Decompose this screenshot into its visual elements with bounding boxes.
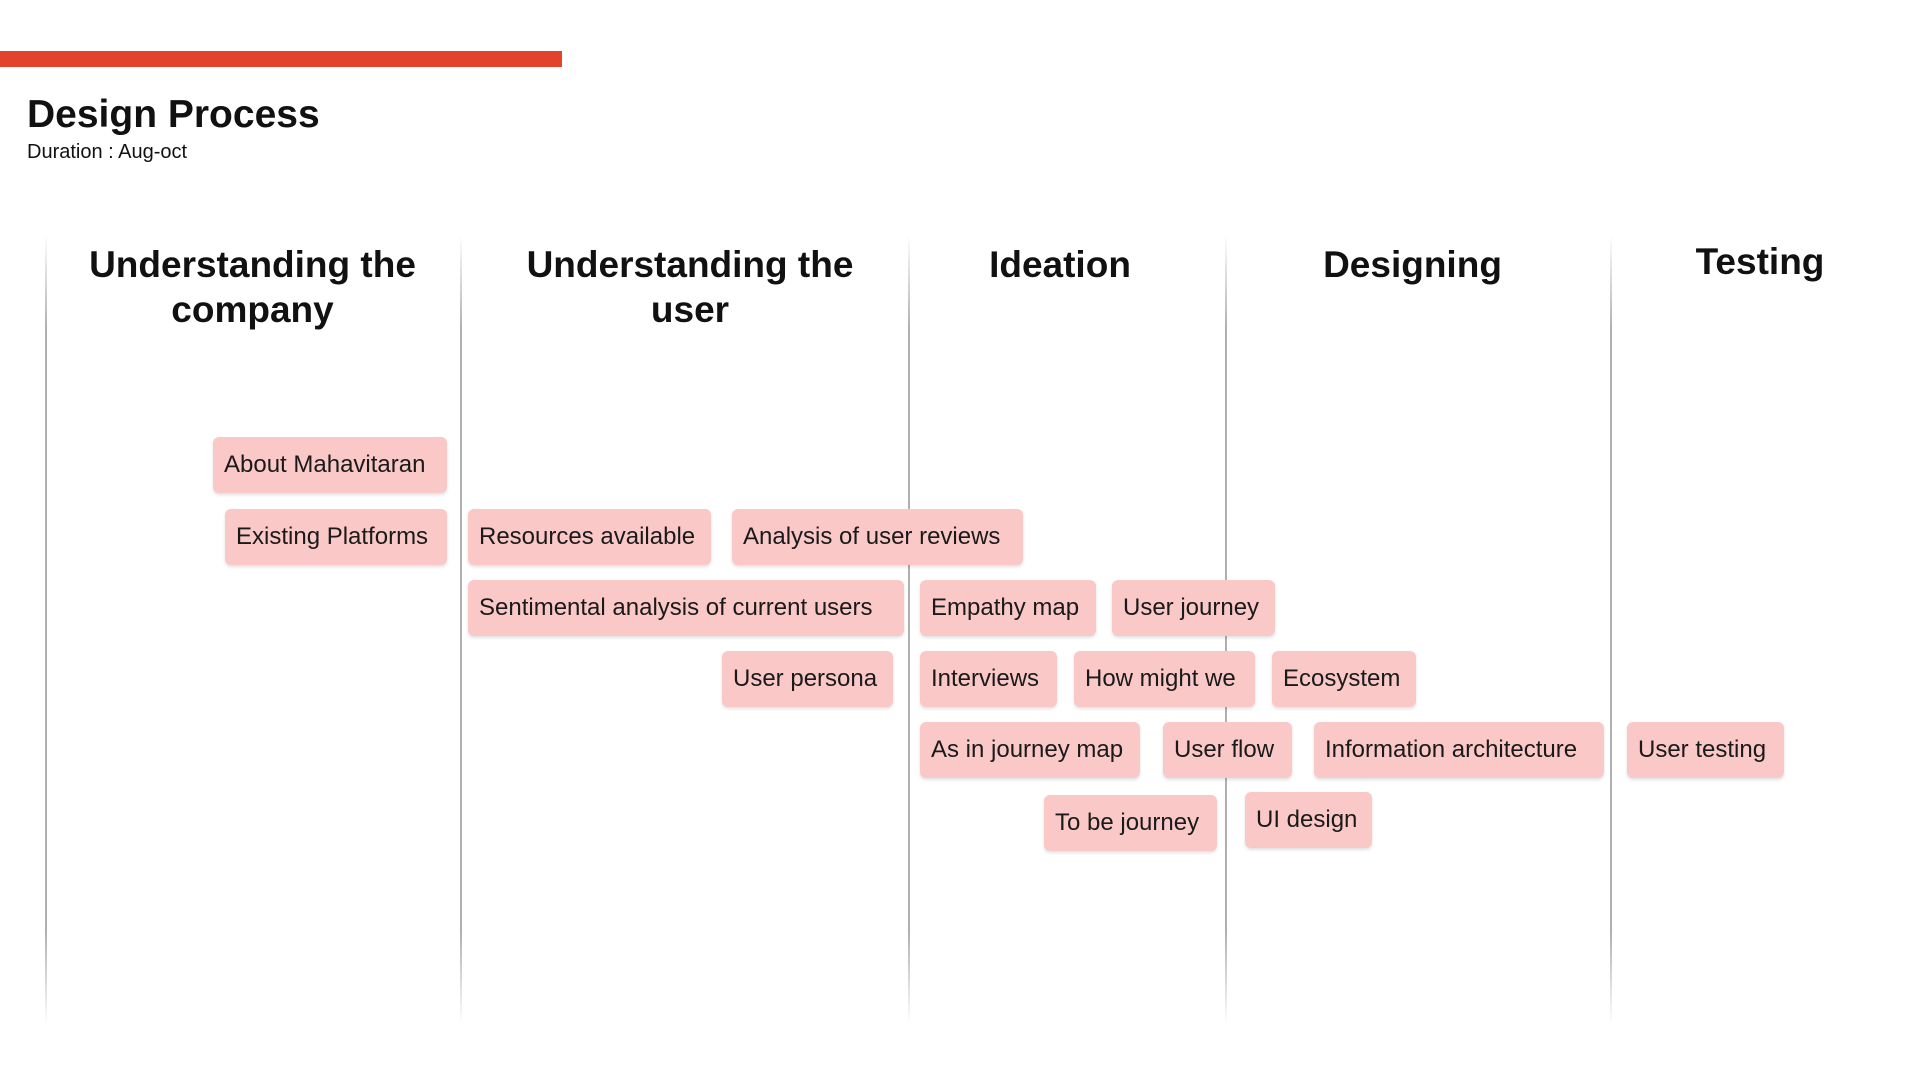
phase-heading-designing: Designing	[1323, 244, 1502, 285]
phase-divider	[45, 235, 47, 1025]
tag-as-in-journey-map: As in journey map	[920, 722, 1140, 778]
tag-analysis-user-reviews: Analysis of user reviews	[732, 509, 1023, 565]
tag-how-might-we: How might we	[1074, 651, 1255, 707]
tag-user-persona: User persona	[722, 651, 893, 707]
tag-to-be-journey: To be journey	[1044, 795, 1217, 851]
phase-divider	[460, 235, 462, 1025]
tag-about-mahavitaran: About Mahavitaran	[213, 437, 447, 493]
tag-user-journey: User journey	[1112, 580, 1275, 636]
tag-interviews: Interviews	[920, 651, 1057, 707]
duration-subtitle: Duration : Aug-oct	[27, 141, 188, 163]
tag-information-architecture: Information architecture	[1314, 722, 1604, 778]
phase-heading-ideation: Ideation	[989, 244, 1131, 285]
tag-existing-platforms: Existing Platforms	[225, 509, 447, 565]
phase-divider	[1610, 235, 1612, 1025]
tag-empathy-map: Empathy map	[920, 580, 1096, 636]
phase-heading-understanding-user: Understanding the user	[526, 244, 854, 330]
phase-heading-understanding-company: Understanding the company	[89, 244, 416, 330]
page-title: Design Process	[27, 93, 320, 136]
tag-resources-available: Resources available	[468, 509, 711, 565]
tag-user-testing: User testing	[1627, 722, 1784, 778]
accent-bar	[0, 51, 562, 67]
phase-divider	[908, 235, 910, 1025]
tag-sentimental-analysis: Sentimental analysis of current users	[468, 580, 904, 636]
tag-user-flow: User flow	[1163, 722, 1292, 778]
phase-heading-testing: Testing	[1695, 241, 1825, 282]
tag-ecosystem: Ecosystem	[1272, 651, 1416, 707]
tag-ui-design: UI design	[1245, 792, 1372, 848]
